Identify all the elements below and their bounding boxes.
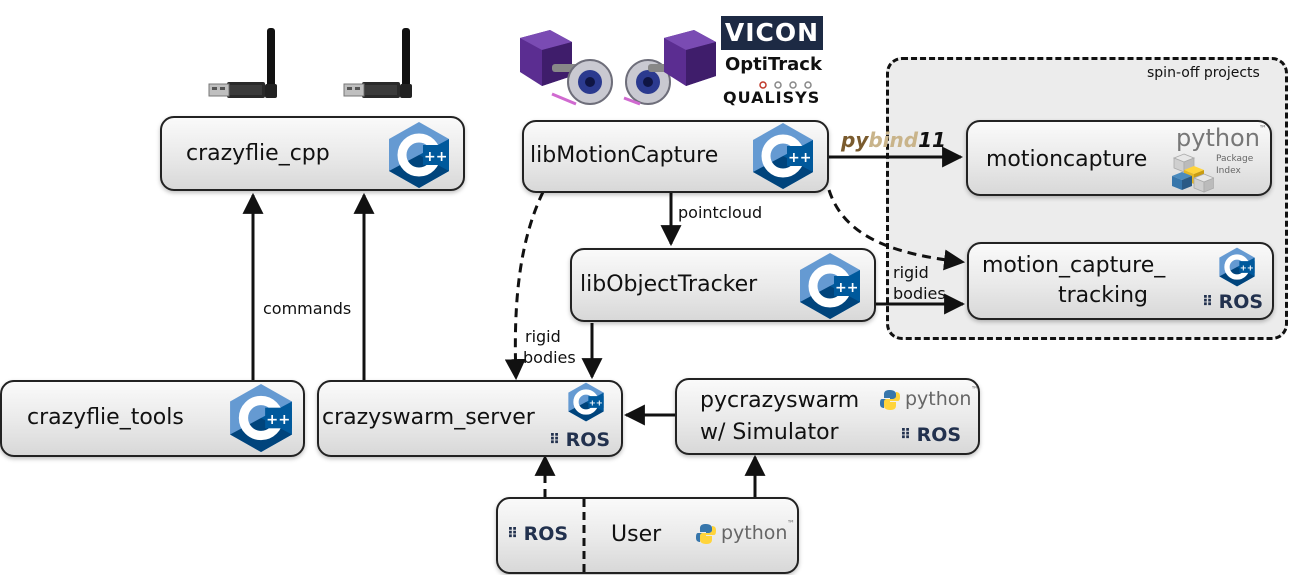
crazyflie-tools-label: crazyflie_tools xyxy=(27,405,184,430)
python-yellow-snake xyxy=(884,392,900,410)
crazyflie-cpp-label: crazyflie_cpp xyxy=(186,141,330,166)
python-tm: ™ xyxy=(787,519,795,528)
libobjecttracker-label: libObjectTracker xyxy=(580,272,758,297)
ros-logo-icon: ⠿ ROS xyxy=(1202,291,1264,313)
cpp-logo-icon: ++ xyxy=(568,382,604,422)
cpp-plus-plus: ++ xyxy=(788,150,811,166)
ros-logo-icon: ⠿ ROS xyxy=(900,424,962,446)
pybind-11: 11 xyxy=(918,128,946,152)
python-snake-icon xyxy=(880,390,900,410)
python-text: python xyxy=(905,388,972,410)
edge-mocap-to-tracking xyxy=(827,189,966,271)
cpp-c-gap xyxy=(834,276,860,296)
rigid-bodies-left-label-2: bodies xyxy=(523,348,576,367)
qualisys-logo: QUALISYS xyxy=(723,88,820,107)
cpp-c-gap xyxy=(423,145,449,165)
cpp-logo-icon: ++ xyxy=(230,383,292,453)
pypi-logo-icon: python ™ Package Index xyxy=(1172,124,1268,194)
cpp-logo-icon: ++ xyxy=(389,122,449,188)
ros-text: ROS xyxy=(1218,291,1264,313)
python-logo-icon: python ™ xyxy=(695,519,795,549)
ros-logo-icon: ⠿ ROS xyxy=(507,523,569,545)
qualisys-dots-icon xyxy=(759,81,812,89)
rigid-bodies-right-label-1: rigid xyxy=(893,263,929,282)
cpp-logo-icon: ++ xyxy=(800,253,860,319)
pypi-index-text: Index xyxy=(1216,166,1241,176)
ros-text: ROS xyxy=(523,523,569,545)
pybind11-logo: pybind11 xyxy=(841,128,946,152)
optitrack-text: OptiTrack xyxy=(725,54,822,75)
optitrack-logo: OptiTrack xyxy=(725,54,822,75)
pycrazyswarm-node xyxy=(675,378,980,455)
cpp-plus-plus: ++ xyxy=(835,280,858,296)
ros-text: ROS xyxy=(916,424,962,446)
pybind-py: py xyxy=(841,128,869,152)
rigid-bodies-left-label-1: rigid xyxy=(525,327,561,346)
ros-text: ROS xyxy=(565,429,611,451)
libmotioncapture-label: libMotionCapture xyxy=(530,143,719,168)
cpp-c-gap xyxy=(787,146,813,166)
ros-logo-icon: ⠿ ROS xyxy=(549,429,611,451)
mocap-camera-icon xyxy=(520,30,613,106)
pypi-python-text: python xyxy=(1176,124,1260,152)
user-label: User xyxy=(611,522,662,547)
cpp-c-gap xyxy=(1239,261,1255,273)
pycrazyswarm-label-2: w/ Simulator xyxy=(700,420,839,445)
motioncapture-label: motioncapture xyxy=(986,147,1148,172)
cpp-plus-plus: ++ xyxy=(424,149,447,165)
vicon-logo: VICON xyxy=(721,16,823,50)
python-snake-icon xyxy=(696,524,716,544)
motion-capture-tracking-node xyxy=(967,242,1274,320)
motion-capture-tracking-label-2: tracking xyxy=(1058,283,1149,308)
cpp-plus-plus: ++ xyxy=(266,412,290,428)
cpp-plus-plus: ++ xyxy=(589,398,603,408)
spin-off-projects-label: spin-off projects xyxy=(1147,65,1260,81)
pypi-package-text: Package xyxy=(1216,154,1254,164)
mocap-camera-icon xyxy=(623,30,716,106)
cpp-logo-icon: ++ xyxy=(753,123,813,189)
pypi-tm: ™ xyxy=(1259,124,1267,133)
usb-radio-dongle-icon xyxy=(208,28,277,98)
pypi-cubes-icon xyxy=(1172,153,1214,193)
qualisys-text: QUALISYS xyxy=(723,88,821,107)
pybind-bind: bind xyxy=(868,128,919,152)
user-node xyxy=(496,497,799,574)
commands-label: commands xyxy=(263,299,352,318)
pycrazyswarm-label-1: pycrazyswarm xyxy=(700,388,860,413)
pointcloud-label: pointcloud xyxy=(678,203,763,222)
usb-radio-dongle-icon xyxy=(343,28,412,98)
cpp-c-gap xyxy=(265,407,292,429)
vicon-text: VICON xyxy=(724,18,820,47)
python-text: python xyxy=(721,522,788,544)
rigid-bodies-right-label-2: bodies xyxy=(893,284,946,303)
python-yellow-snake xyxy=(700,526,716,544)
cpp-plus-plus: ++ xyxy=(1240,263,1254,273)
edge-mocap-to-server xyxy=(504,191,545,381)
python-logo-icon: python ™ xyxy=(879,385,979,415)
cpp-logo-icon: ++ xyxy=(1219,247,1255,287)
crazyswarm-server-label: crazyswarm_server xyxy=(322,405,535,430)
motioncapture-node xyxy=(966,120,1272,196)
cpp-c-gap xyxy=(588,396,604,408)
motion-capture-tracking-label-1: motion_capture_ xyxy=(982,253,1166,278)
python-tm: ™ xyxy=(971,385,979,394)
